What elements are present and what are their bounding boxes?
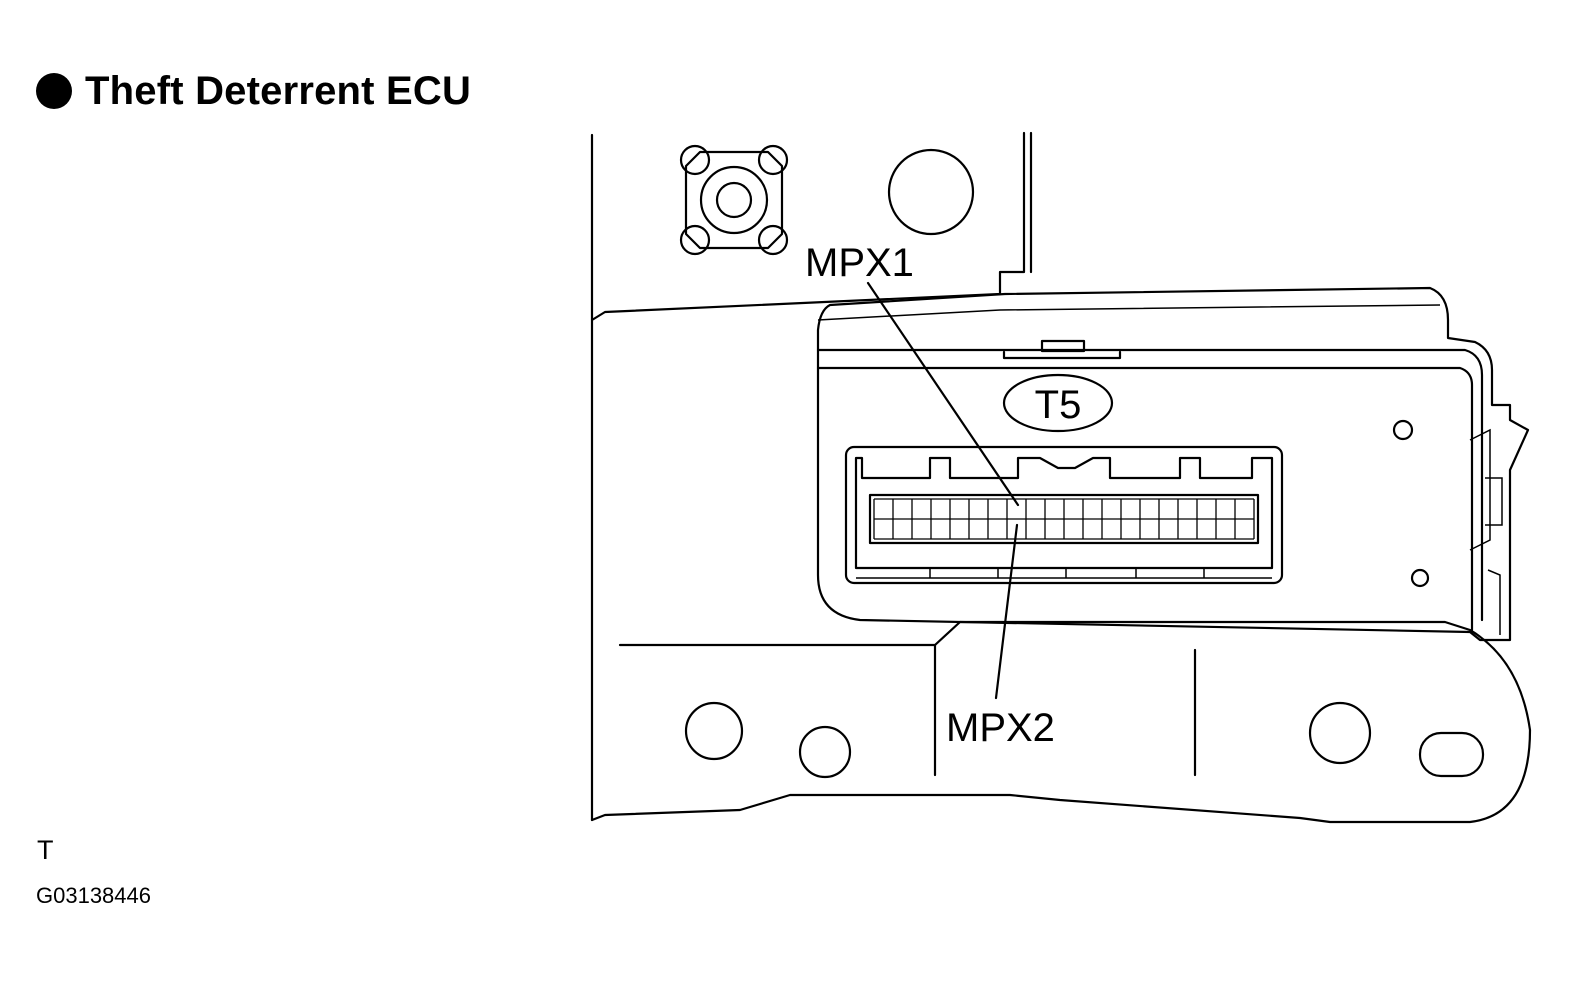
mounting-hole [887, 148, 975, 236]
ecu-housing [816, 286, 1530, 642]
bullet-icon [36, 73, 72, 109]
connector-label: T5 [1035, 383, 1082, 427]
mpx1-leader [866, 281, 1020, 507]
bolt-icon [679, 144, 789, 256]
ecu-housing-face [816, 348, 1484, 632]
figure-code: G03138446 [36, 883, 151, 908]
bracket-divider-lines [933, 643, 1197, 777]
mpx2-label: MPX2 [946, 706, 1055, 750]
housing-rivet [1410, 568, 1430, 588]
connector-body [844, 445, 1284, 585]
bracket-outline [590, 131, 1033, 822]
mpx1-label: MPX1 [805, 241, 914, 285]
connector-shroud [854, 456, 1274, 570]
connector-badge [1002, 373, 1114, 433]
connector-pin-area [868, 493, 1260, 545]
housing-tab [1040, 339, 1086, 353]
mounting-hole [798, 725, 852, 779]
mounting-hole [1308, 701, 1372, 765]
bracket-bottom-edge [590, 620, 1532, 824]
title-block: Theft Deterrent ECU [36, 68, 471, 114]
slot-hole [1418, 731, 1485, 778]
housing-rivet [1392, 419, 1414, 441]
mpx2-leader [994, 523, 1019, 700]
ecu-housing-lip [817, 304, 1503, 635]
mounting-hole [684, 701, 744, 761]
view-letter: T [37, 835, 54, 865]
page-title: Theft Deterrent ECU [85, 68, 472, 113]
connector-pins [873, 498, 1255, 540]
